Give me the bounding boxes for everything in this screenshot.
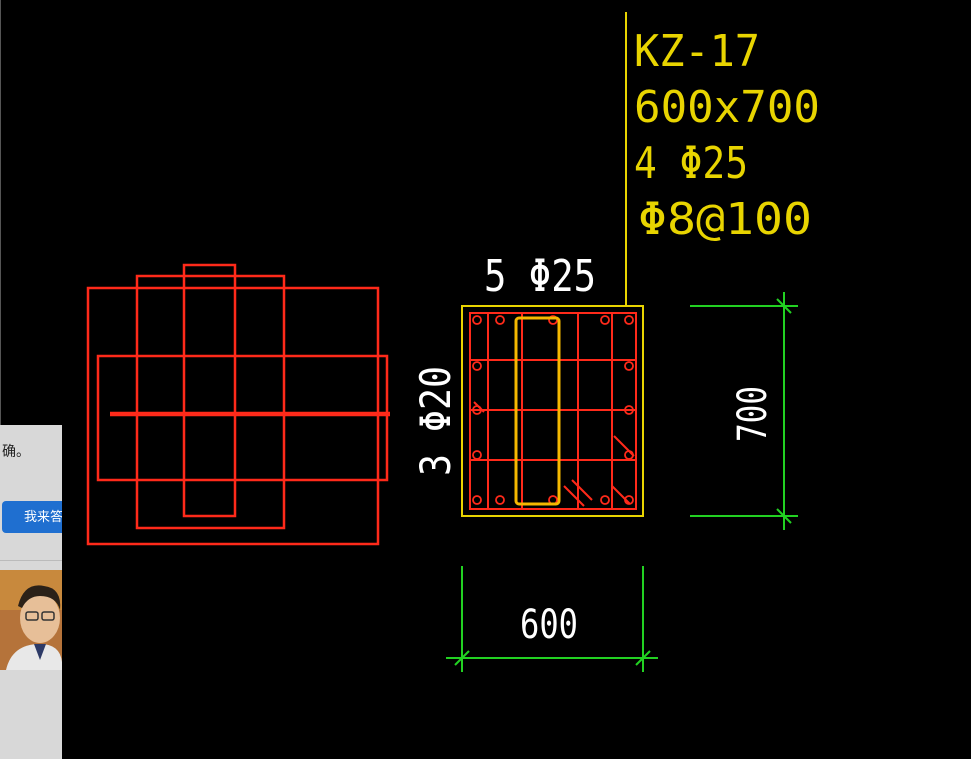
rebar-dot xyxy=(624,405,634,415)
rebar-dot xyxy=(472,450,482,460)
answer-button[interactable]: 我来答 xyxy=(2,501,62,533)
red-rebar-block[interactable] xyxy=(86,263,390,546)
dim-tick xyxy=(454,650,470,666)
red-tall-rect xyxy=(135,274,286,530)
side-panel-note: 确。 xyxy=(2,443,30,459)
hook-mark-4 xyxy=(613,435,635,457)
window-edge xyxy=(0,0,1,425)
stirrup-label: Φ8@100 xyxy=(638,194,812,245)
width-value: 600 xyxy=(520,602,578,648)
rebar-dot xyxy=(624,450,634,460)
column-size: 600x700 xyxy=(634,82,820,133)
column-section[interactable] xyxy=(461,305,644,517)
rebar-dot xyxy=(495,315,505,325)
rebar-dot xyxy=(624,361,634,371)
height-value: 700 xyxy=(730,386,776,442)
corner-rebar-label: 4 Φ25 xyxy=(634,138,748,189)
side-panel-divider xyxy=(0,560,62,561)
top-rebar-label: 5 Φ25 xyxy=(484,251,596,302)
hook-mark-3 xyxy=(611,485,631,505)
dim-tick xyxy=(776,298,792,314)
height-dimension[interactable] xyxy=(690,292,798,530)
column-outline xyxy=(461,305,644,517)
rebar-dot xyxy=(600,315,610,325)
column-name: KZ-17 xyxy=(634,26,760,77)
hook-mark-2 xyxy=(571,479,593,501)
width-dimension[interactable] xyxy=(446,566,658,672)
red-narrow-rect xyxy=(182,263,237,518)
hook-mark-1 xyxy=(563,485,585,507)
rebar-dot xyxy=(472,405,482,415)
side-rebar-label: 3 Φ20 xyxy=(411,366,460,476)
rebar-dot xyxy=(600,495,610,505)
rebar-dot xyxy=(472,361,482,371)
rebar-dot xyxy=(495,495,505,505)
rebar-dot xyxy=(624,495,634,505)
rebar-dot xyxy=(472,495,482,505)
side-panel: 确。 我来答 xyxy=(0,425,62,759)
rebar-dot xyxy=(472,315,482,325)
highlighted-stirrup[interactable] xyxy=(514,316,561,506)
red-wide-rect xyxy=(96,354,389,482)
dim-tick xyxy=(776,508,792,524)
rebar-dot xyxy=(548,315,558,325)
rebar-dot xyxy=(624,315,634,325)
dim-tick xyxy=(635,650,651,666)
avatar[interactable] xyxy=(0,570,62,670)
